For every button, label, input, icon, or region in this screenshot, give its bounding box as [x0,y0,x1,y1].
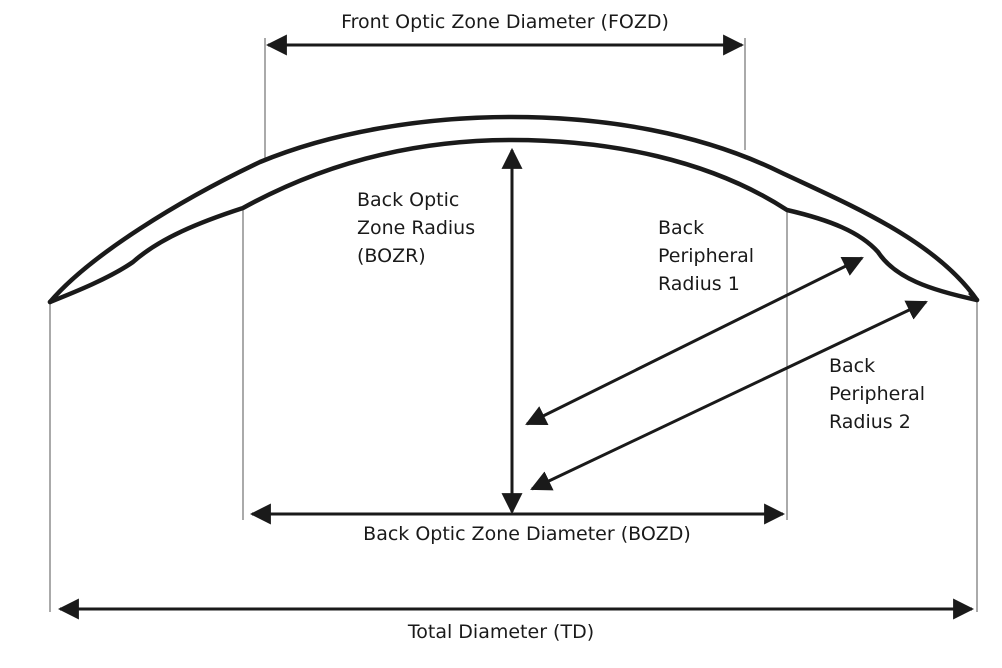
bpr2-label-line-2: Peripheral [829,383,926,405]
bpr2-arrow [530,300,928,491]
bozr-label-line-2: Zone Radius [357,217,476,239]
bpr1-label-line-2: Peripheral [658,245,755,267]
lens-back-surface [47,137,980,305]
dimension-arrows [57,34,975,620]
bpr1-label: Back Peripheral Radius 1 [658,214,754,298]
bozr-label-line-3: (BOZR) [357,245,426,267]
bozr-label-line-1: Back Optic [357,189,460,211]
fozd-label: Front Optic Zone Diameter (FOZD) [341,11,669,33]
bpr1-label-line-3: Radius 1 [658,273,740,295]
td-label: Total Diameter (TD) [407,621,595,643]
lens-left-edge [48,294,58,304]
bpr2-label-line-1: Back [829,355,876,377]
lens-cross-section [47,114,980,305]
bpr2-label-line-3: Radius 2 [829,411,911,433]
bpr1-label-line-1: Back [658,217,705,239]
lens-right-edge [968,292,979,302]
lens-front-surface [47,114,980,305]
bozr-label: Back Optic Zone Radius (BOZR) [357,186,475,270]
bozd-label: Back Optic Zone Diameter (BOZD) [363,523,691,545]
bpr2-label: Back Peripheral Radius 2 [829,352,925,436]
